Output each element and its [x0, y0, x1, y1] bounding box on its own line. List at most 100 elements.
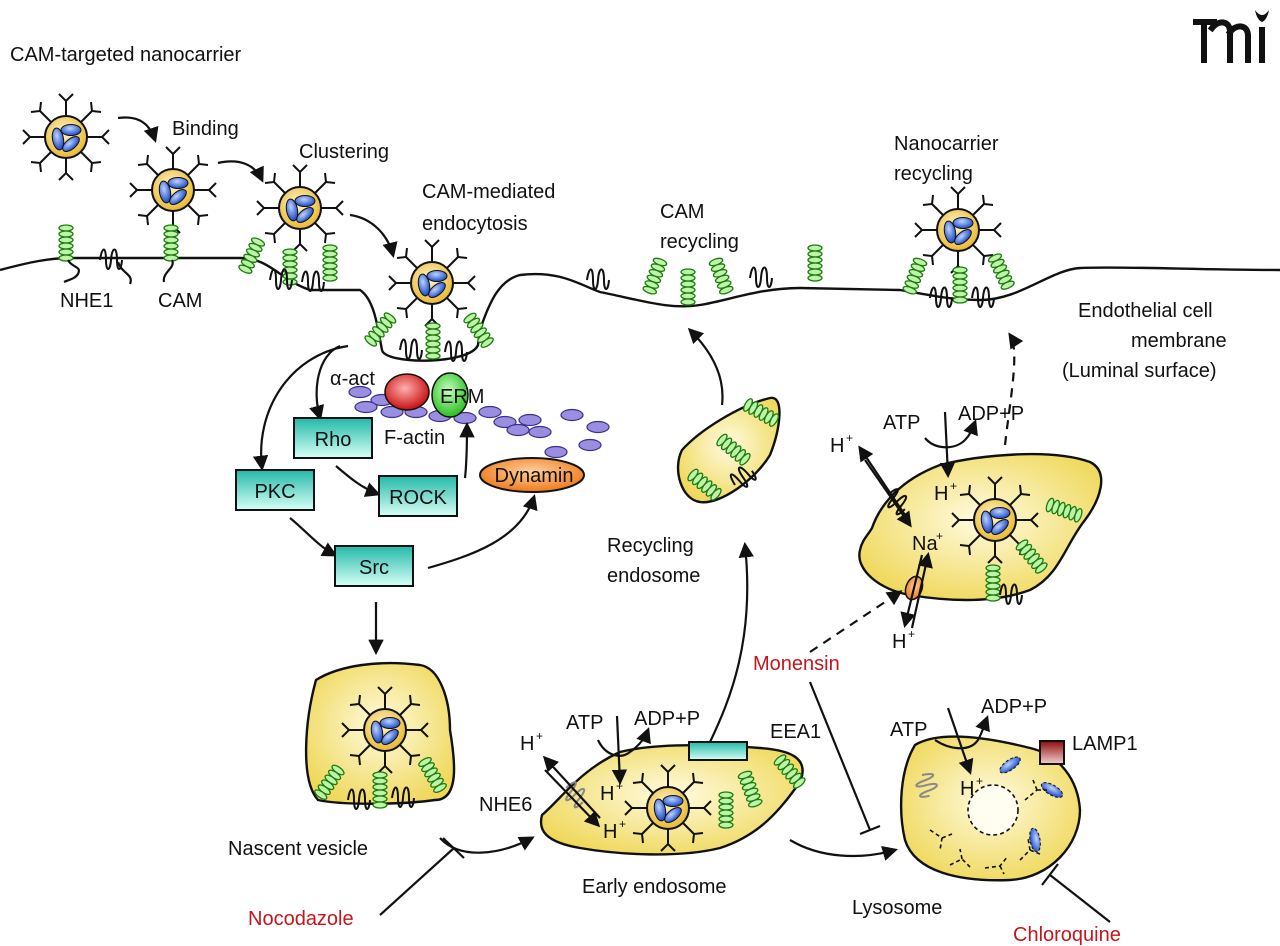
pkc-box: PKC [235, 469, 315, 511]
nhe1-coil [399, 338, 423, 360]
label-lysosome: Lysosome [852, 897, 942, 919]
label-nanocarrier-recycling-2: recycling [894, 163, 973, 185]
label-erm: ERM [440, 386, 484, 408]
h-ion-outside: H+ [520, 729, 543, 755]
monensin-action [809, 590, 903, 653]
label-endocytosis: endocytosis [422, 213, 528, 235]
svg-text:+: + [976, 774, 983, 788]
label-eea1: EEA1 [770, 721, 821, 743]
svg-text:+: + [536, 729, 543, 743]
label-atp-3: ATP [890, 719, 927, 741]
label-cam-mediated: CAM-mediated [422, 181, 555, 203]
label-atp: ATP [566, 712, 603, 734]
label-recycling-endosome-1: Recycling [607, 535, 694, 557]
dynamin: Dynamin [479, 457, 585, 493]
degraded-payload [1040, 782, 1064, 798]
na-ion: Na+ [912, 529, 943, 555]
proton-pump-arrow [611, 715, 628, 786]
nanocarrier-clustering [256, 164, 344, 252]
cam-helix [901, 256, 929, 297]
svg-text:+: + [936, 529, 943, 543]
h-ion-outside-2: H+ [830, 431, 853, 457]
label-membrane-2: membrane [1131, 330, 1227, 352]
arrow-to-binding [117, 116, 159, 143]
src-label: Src [359, 557, 389, 579]
rock-label: ROCK [389, 487, 447, 509]
cam-helix [58, 224, 74, 262]
alpha-actinin [384, 373, 430, 411]
lysosome-lumen [967, 784, 1019, 836]
erm-protein [431, 372, 469, 418]
membrane-invagination [380, 329, 482, 362]
h-ion-inside-2: H+ [603, 817, 626, 843]
cam-helix [641, 256, 669, 297]
cam-helix [425, 322, 441, 360]
nhe1-coil [586, 268, 610, 290]
label-f-actin: F-actin [384, 427, 445, 449]
chloroquine-inhibition [1041, 863, 1111, 923]
atpase-arc-2 [924, 419, 978, 449]
arrow-to-pkc [252, 344, 349, 472]
cam-helix [322, 244, 338, 282]
rock-box: ROCK [378, 475, 458, 517]
rho-box: Rho [293, 417, 373, 459]
rho-label: Rho [315, 429, 352, 451]
label-cam-recycling-2: recycling [660, 231, 739, 253]
label-binding: Binding [172, 118, 239, 140]
arrow-rho-to-rock [335, 465, 381, 497]
cam-helix [707, 256, 735, 297]
cam-helix [952, 266, 968, 304]
atpase-arc-3 [934, 715, 990, 750]
proton-pump-arrow-3 [946, 707, 974, 775]
label-adp-p-3: ADP+P [981, 696, 1047, 718]
arrow-rock-to-factin [459, 421, 475, 479]
h-ion-inside-3: H+ [934, 479, 957, 505]
label-adp-p-2: ADP+P [958, 403, 1024, 425]
label-nhe1: NHE1 [60, 290, 113, 312]
label-cam-recycling-1: CAM [660, 201, 704, 223]
label-nhe6: NHE6 [479, 794, 532, 816]
monensin-inhibition [808, 681, 881, 836]
atpase-arc [597, 727, 651, 757]
arrow-to-recycling-endosome [709, 541, 754, 743]
label-atp-2: ATP [883, 412, 920, 434]
nhe1-coil [749, 266, 773, 288]
svg-text:+: + [950, 479, 957, 493]
src-box: Src [334, 545, 414, 587]
nanocarrier-free [22, 93, 110, 181]
title: CAM-targeted nanocarrier [10, 44, 242, 66]
label-recycling-endosome-2: endosome [607, 565, 700, 587]
dynamin-label: Dynamin [495, 465, 574, 487]
svg-text:+: + [846, 431, 853, 445]
cam-helix [986, 251, 1016, 292]
h-ion-outside-3: H+ [892, 627, 915, 653]
svg-text:+: + [619, 817, 626, 831]
inhibitor-chloroquine: Chloroquine [1013, 924, 1121, 946]
degraded-payload [1029, 827, 1041, 853]
svg-text:+: + [616, 779, 623, 793]
nanocarrier-endocytosis [388, 239, 476, 327]
inhibitor-monensin: Monensin [753, 653, 840, 675]
nhe1-coil [971, 286, 995, 308]
label-cam: CAM [158, 290, 202, 312]
arrow-to-rho [309, 344, 341, 421]
arrow-to-early-endosome [439, 836, 535, 854]
svg-text:Na: Na [912, 533, 938, 555]
arrow-nanocarrier-recycling [1003, 332, 1024, 446]
svg-text:H: H [934, 483, 948, 505]
label-nanocarrier-recycling-1: Nanocarrier [894, 133, 999, 155]
label-lamp1: LAMP1 [1072, 733, 1138, 755]
lamp1-marker [1039, 740, 1065, 765]
cam-helix [680, 268, 696, 306]
journal-logo: mi [1193, 10, 1269, 63]
nhe6-influx-arrow [544, 769, 601, 828]
label-early-endosome: Early endosome [582, 876, 727, 898]
svg-text:H: H [830, 435, 844, 457]
svg-text:H: H [600, 783, 614, 805]
h-ion-inside-1: H+ [600, 779, 623, 805]
label-alpha-actinin: α-act [330, 368, 375, 390]
proton-pump-arrow-2 [939, 411, 956, 479]
label-adp-p: ADP+P [634, 708, 700, 730]
nhe-influx-arrow [864, 459, 912, 528]
svg-text:H: H [603, 821, 617, 843]
